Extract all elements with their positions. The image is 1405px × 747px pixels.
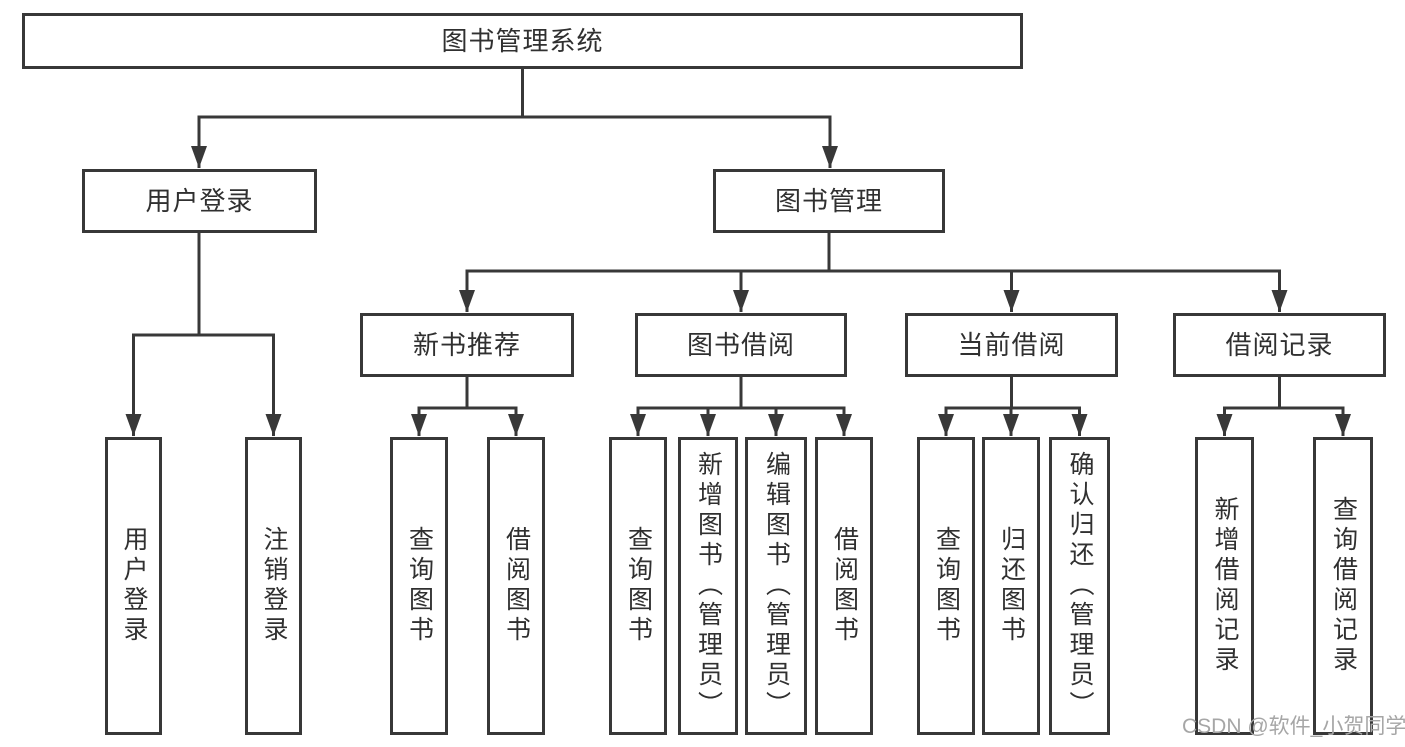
leaf-logout: 注销登录: [245, 437, 302, 735]
node-new-book-recommend: 新书推荐: [360, 313, 574, 377]
node-current-borrow: 当前借阅: [905, 313, 1118, 377]
leaf-borrow-books: 借阅图书: [815, 437, 873, 735]
leaf-query-books-recommend: 查询图书: [390, 437, 448, 735]
node-book-borrow: 图书借阅: [635, 313, 847, 377]
node-system-root: 图书管理系统: [22, 13, 1023, 69]
leaf-return-book: 归还图书: [982, 437, 1040, 735]
leaf-confirm-return-admin: 确认归还（管理员）: [1049, 437, 1110, 735]
leaf-borrow-books-recommend: 借阅图书: [487, 437, 545, 735]
leaf-query-borrow-record: 查询借阅记录: [1313, 437, 1373, 735]
leaf-query-books-borrow: 查询图书: [609, 437, 667, 735]
node-user-login: 用户登录: [82, 169, 317, 233]
leaf-add-borrow-record: 新增借阅记录: [1195, 437, 1254, 735]
csdn-watermark: CSDN @软件_小贺同学: [1182, 715, 1405, 738]
leaf-query-books-current: 查询图书: [917, 437, 975, 735]
leaf-user-login: 用户登录: [105, 437, 162, 735]
node-borrow-records: 借阅记录: [1173, 313, 1386, 377]
node-book-management: 图书管理: [713, 169, 945, 233]
leaf-add-book-admin: 新增图书（管理员）: [678, 437, 738, 735]
leaf-edit-book-admin: 编辑图书（管理员）: [745, 437, 807, 735]
